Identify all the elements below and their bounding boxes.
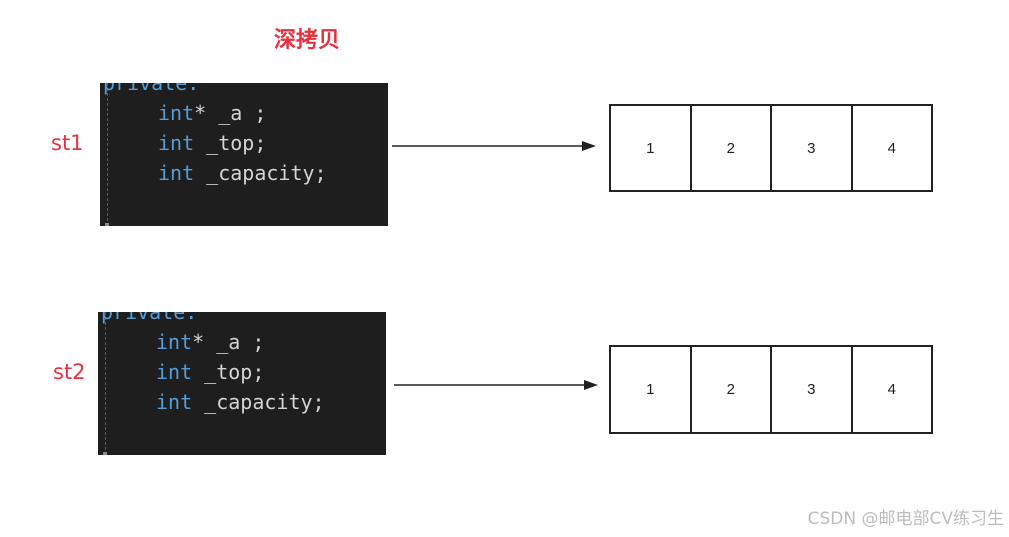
array-cell: 4 [887,381,896,398]
code-line-a: int* _a ; [156,329,264,355]
code-line-capacity: int _capacity; [158,160,327,186]
pointer-arrow-st2 [394,380,598,390]
heap-array-st2: 1 2 3 4 [609,345,933,434]
code-header: private: [101,312,198,324]
text-cursor [103,452,107,455]
array-cell: 3 [772,347,853,432]
array-cell: 1 [611,106,692,190]
code-line-capacity: int _capacity; [156,389,325,415]
member-decl: _capacity; [194,161,327,185]
type-keyword: int [156,360,193,384]
type-keyword: int [158,101,195,125]
array-cell: 2 [692,347,772,432]
member-decl: * _a ; [194,101,267,125]
array-cell: 1 [611,347,692,432]
code-line-top: int _top; [156,359,264,385]
member-decl: _top; [192,360,265,384]
array-cell: 3 [772,106,853,190]
type-keyword: int [156,330,193,354]
array-cell: 2 [692,106,772,190]
code-header: private: [103,83,200,95]
code-block-st2: private: int* _a ; int _top; int _capaci… [98,312,386,455]
diagram-title: 深拷贝 [274,28,341,53]
object-label-st1: st1 [51,131,84,155]
code-line-top: int _top; [158,130,266,156]
member-decl: * _a ; [192,330,265,354]
pointer-arrow-st1 [392,141,596,151]
type-keyword: int [156,390,193,414]
type-keyword: int [158,161,195,185]
code-block-st1: private: int* _a ; int _top; int _capaci… [100,83,388,226]
indent-guide [105,312,106,455]
array-cell: 4 [887,139,896,157]
type-keyword: int [158,131,195,155]
member-decl: _capacity; [192,390,325,414]
heap-array-st1: 1 2 3 4 [609,104,933,192]
object-label-st2: st2 [53,360,86,384]
indent-guide [107,83,108,226]
watermark: CSDN @邮电部CV练习生 [807,509,1004,529]
text-cursor [105,223,109,226]
member-decl: _top; [194,131,267,155]
code-line-a: int* _a ; [158,100,266,126]
